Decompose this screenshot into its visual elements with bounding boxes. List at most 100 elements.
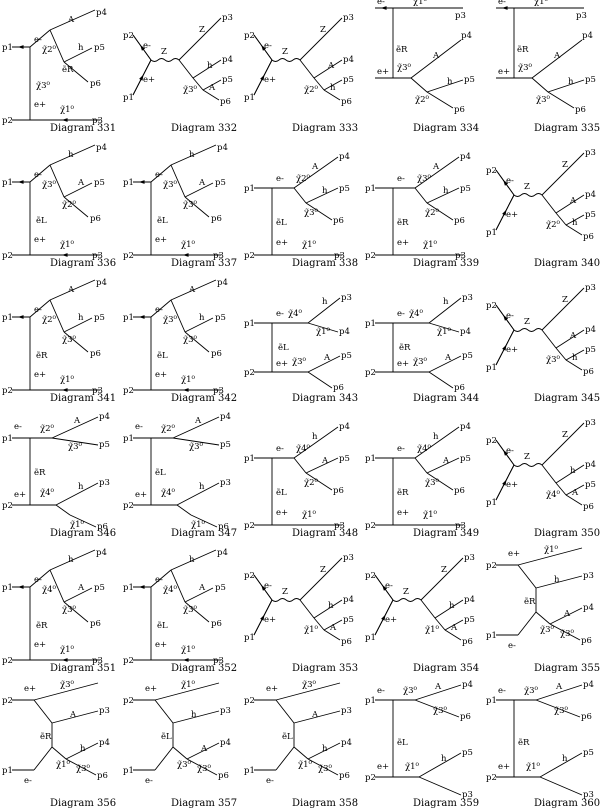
particle-label: e- (276, 174, 284, 184)
particle-label: χ̃3⁰ (189, 441, 204, 452)
particle-label: χ̃2⁰ (296, 173, 311, 184)
propagator-line (170, 144, 217, 166)
particle-label: p3 (583, 790, 594, 800)
particle-label: p2 (486, 301, 497, 311)
feynman-diagram: p1p2e-e+ẽLχ̃4⁰p3hp4χ̃1⁰χ̃3⁰p5Ap6Diagram … (244, 293, 358, 404)
selectron-propagator (154, 746, 174, 771)
particle-label: ẽL (278, 342, 289, 353)
propagator-line (184, 182, 214, 198)
particle-label: ẽL (161, 731, 172, 742)
particle-label: e+ (264, 615, 276, 625)
particle-label: p4 (222, 55, 233, 65)
particle-label: p4 (220, 412, 231, 422)
diagram-caption: Diagram 337 (171, 258, 237, 269)
particle-label: e+ (145, 684, 157, 694)
particle-label: ẽR (518, 737, 530, 748)
particle-label: χ̃2⁰ (42, 44, 57, 55)
particle-label: ẽL (397, 737, 408, 748)
particle-label: χ̃1⁰ (181, 239, 196, 250)
particle-label: χ̃4⁰ (288, 308, 303, 319)
particle-label: A (571, 488, 579, 498)
particle-label: e- (385, 581, 393, 591)
selectron-propagator (275, 746, 295, 771)
particle-label: p6 (333, 216, 344, 226)
particle-label: p4 (460, 327, 471, 337)
particle-label: p6 (575, 105, 586, 115)
particle-label: p2 (486, 773, 497, 783)
propagator-line (299, 557, 343, 601)
diagram-caption: Diagram 333 (292, 123, 358, 134)
particle-label: χ̃3⁰ (554, 705, 569, 716)
propagator-line (426, 79, 464, 93)
propagator-line (184, 331, 210, 353)
particle-label: p2 (244, 521, 255, 531)
diagram-caption: Diagram 348 (292, 528, 358, 539)
particle-label: h (312, 432, 318, 442)
particle-label: p1 (486, 696, 497, 706)
particle-label: χ̃3⁰ (36, 80, 51, 91)
particle-label: p6 (90, 79, 101, 89)
particle-label: p1 (244, 319, 255, 329)
particle-label: Z (282, 587, 288, 597)
particle-label: χ̃3⁰ (425, 477, 440, 488)
particle-label: e+ (34, 370, 46, 380)
particle-label: χ̃1⁰ (298, 759, 313, 770)
propagator-line (63, 317, 93, 333)
propagator-line (293, 156, 339, 189)
particle-label: p4 (339, 422, 350, 432)
particle-label: Z (320, 565, 326, 575)
particle-label: p5 (220, 440, 231, 450)
boson-propagator (513, 463, 543, 467)
particle-label: h (554, 575, 560, 585)
boson-propagator (271, 58, 301, 62)
particle-label: h (68, 555, 74, 565)
propagator-line (170, 299, 186, 333)
particle-label: p5 (215, 583, 226, 593)
particle-label: e+ (34, 640, 46, 650)
propagator-line (434, 617, 446, 631)
particle-label: χ̃3⁰ (302, 679, 317, 690)
propagator-line (55, 482, 99, 506)
particle-label: p4 (96, 278, 107, 288)
particle-label: A (194, 416, 202, 426)
particle-label: e+ (276, 238, 288, 248)
particle-label: χ̃4⁰ (417, 443, 432, 454)
particle-label: p5 (460, 454, 471, 464)
particle-label: p3 (92, 116, 103, 126)
diagram-caption: Diagram 339 (413, 258, 479, 269)
particle-label: p3 (462, 293, 473, 303)
propagator-line (63, 601, 89, 623)
fermion-arrow (140, 44, 146, 51)
propagator-line (420, 599, 436, 619)
particle-label: p5 (585, 75, 596, 85)
particle-label: e+ (498, 67, 510, 77)
propagator-line (170, 549, 217, 571)
particle-label: ẽR (40, 731, 52, 742)
propagator-line (414, 457, 428, 474)
particle-label: e+ (34, 235, 46, 245)
propagator-line (307, 371, 333, 389)
particle-label: ẽL (155, 467, 166, 478)
particle-label: p6 (581, 712, 592, 722)
particle-label: p1 (486, 498, 497, 508)
diagram-caption: Diagram 357 (171, 798, 237, 809)
propagator-line (535, 699, 581, 718)
particle-label: e+ (155, 370, 167, 380)
particle-label: p3 (334, 521, 345, 531)
particle-label: χ̃3⁰ (318, 763, 333, 774)
particle-label: p2 (244, 251, 255, 261)
particle-label: p5 (462, 748, 473, 758)
particle-label: p6 (454, 486, 465, 496)
fermion-arrow (502, 209, 507, 216)
particle-label: e- (506, 176, 514, 186)
fermion-arrow (139, 74, 144, 81)
propagator-line (172, 437, 220, 446)
propagator-line (65, 742, 99, 760)
particle-label: e+ (135, 490, 147, 500)
particle-label: χ̃4⁰ (42, 584, 57, 595)
fermion-arrow (381, 614, 386, 621)
